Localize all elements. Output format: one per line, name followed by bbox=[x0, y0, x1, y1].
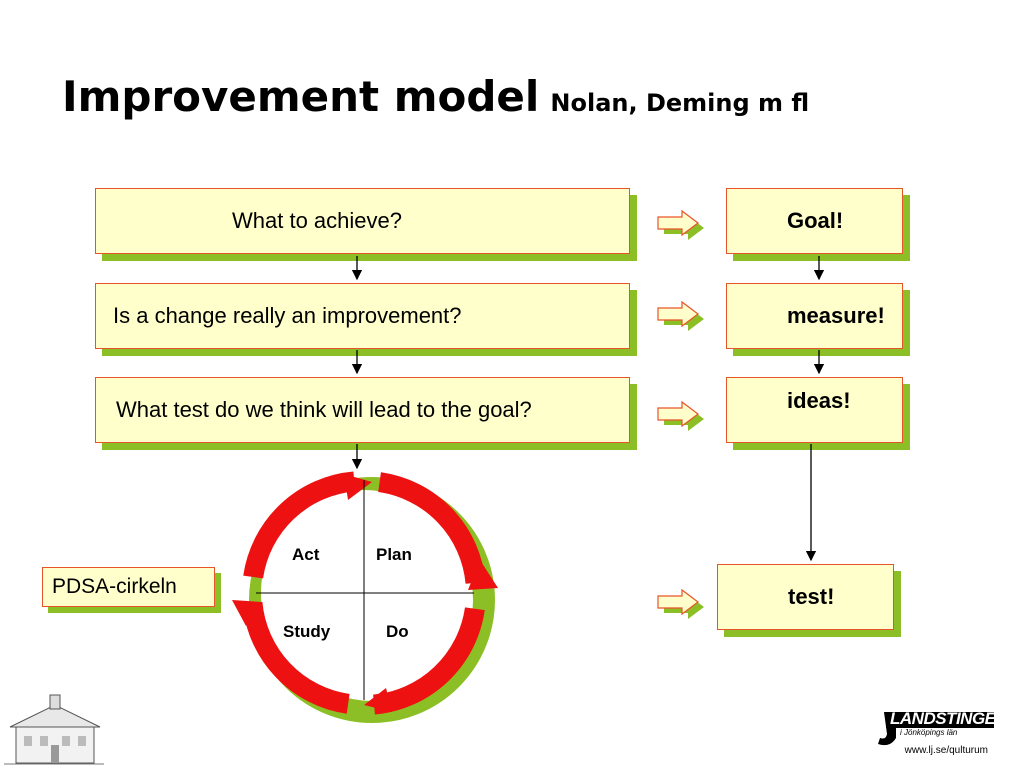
title-main: Improvement model bbox=[62, 72, 540, 121]
landstinget-logo-icon bbox=[878, 712, 994, 746]
logo-subtitle: i Jönköpings län bbox=[900, 728, 958, 737]
pdsa-plan-label: Plan bbox=[376, 545, 412, 564]
logo-name: LANDSTINGET bbox=[890, 709, 1006, 728]
block-arrow-right-icon bbox=[657, 400, 704, 431]
question-box-is-improvement: Is a change really an improvement? bbox=[95, 283, 630, 349]
page-title: Improvement model Nolan, Deming m fl bbox=[62, 72, 809, 121]
pdsa-do-label: Do bbox=[386, 622, 409, 641]
answer-box-ideas: ideas! bbox=[726, 377, 903, 443]
block-arrow-right-icon bbox=[657, 588, 704, 619]
block-arrow-right-icon bbox=[657, 300, 704, 331]
answer-box-test: test! bbox=[717, 564, 894, 630]
house-building-icon bbox=[4, 694, 104, 765]
pdsa-cycle bbox=[232, 471, 498, 723]
footer-url[interactable]: www.lj.se/qulturum bbox=[904, 745, 988, 756]
block-arrow-right-icon bbox=[657, 209, 704, 240]
pdsa-act-label: Act bbox=[292, 545, 320, 564]
title-subtitle: Nolan, Deming m fl bbox=[550, 89, 810, 117]
pdsa-label-box: PDSA-cirkeln bbox=[42, 567, 215, 607]
answer-box-goal: Goal! bbox=[726, 188, 903, 254]
answer-box-measure: measure! bbox=[726, 283, 903, 349]
question-box-what-to-achieve: What to achieve? bbox=[95, 188, 630, 254]
question-box-what-test: What test do we think will lead to the g… bbox=[95, 377, 630, 443]
pdsa-study-label: Study bbox=[283, 622, 331, 641]
